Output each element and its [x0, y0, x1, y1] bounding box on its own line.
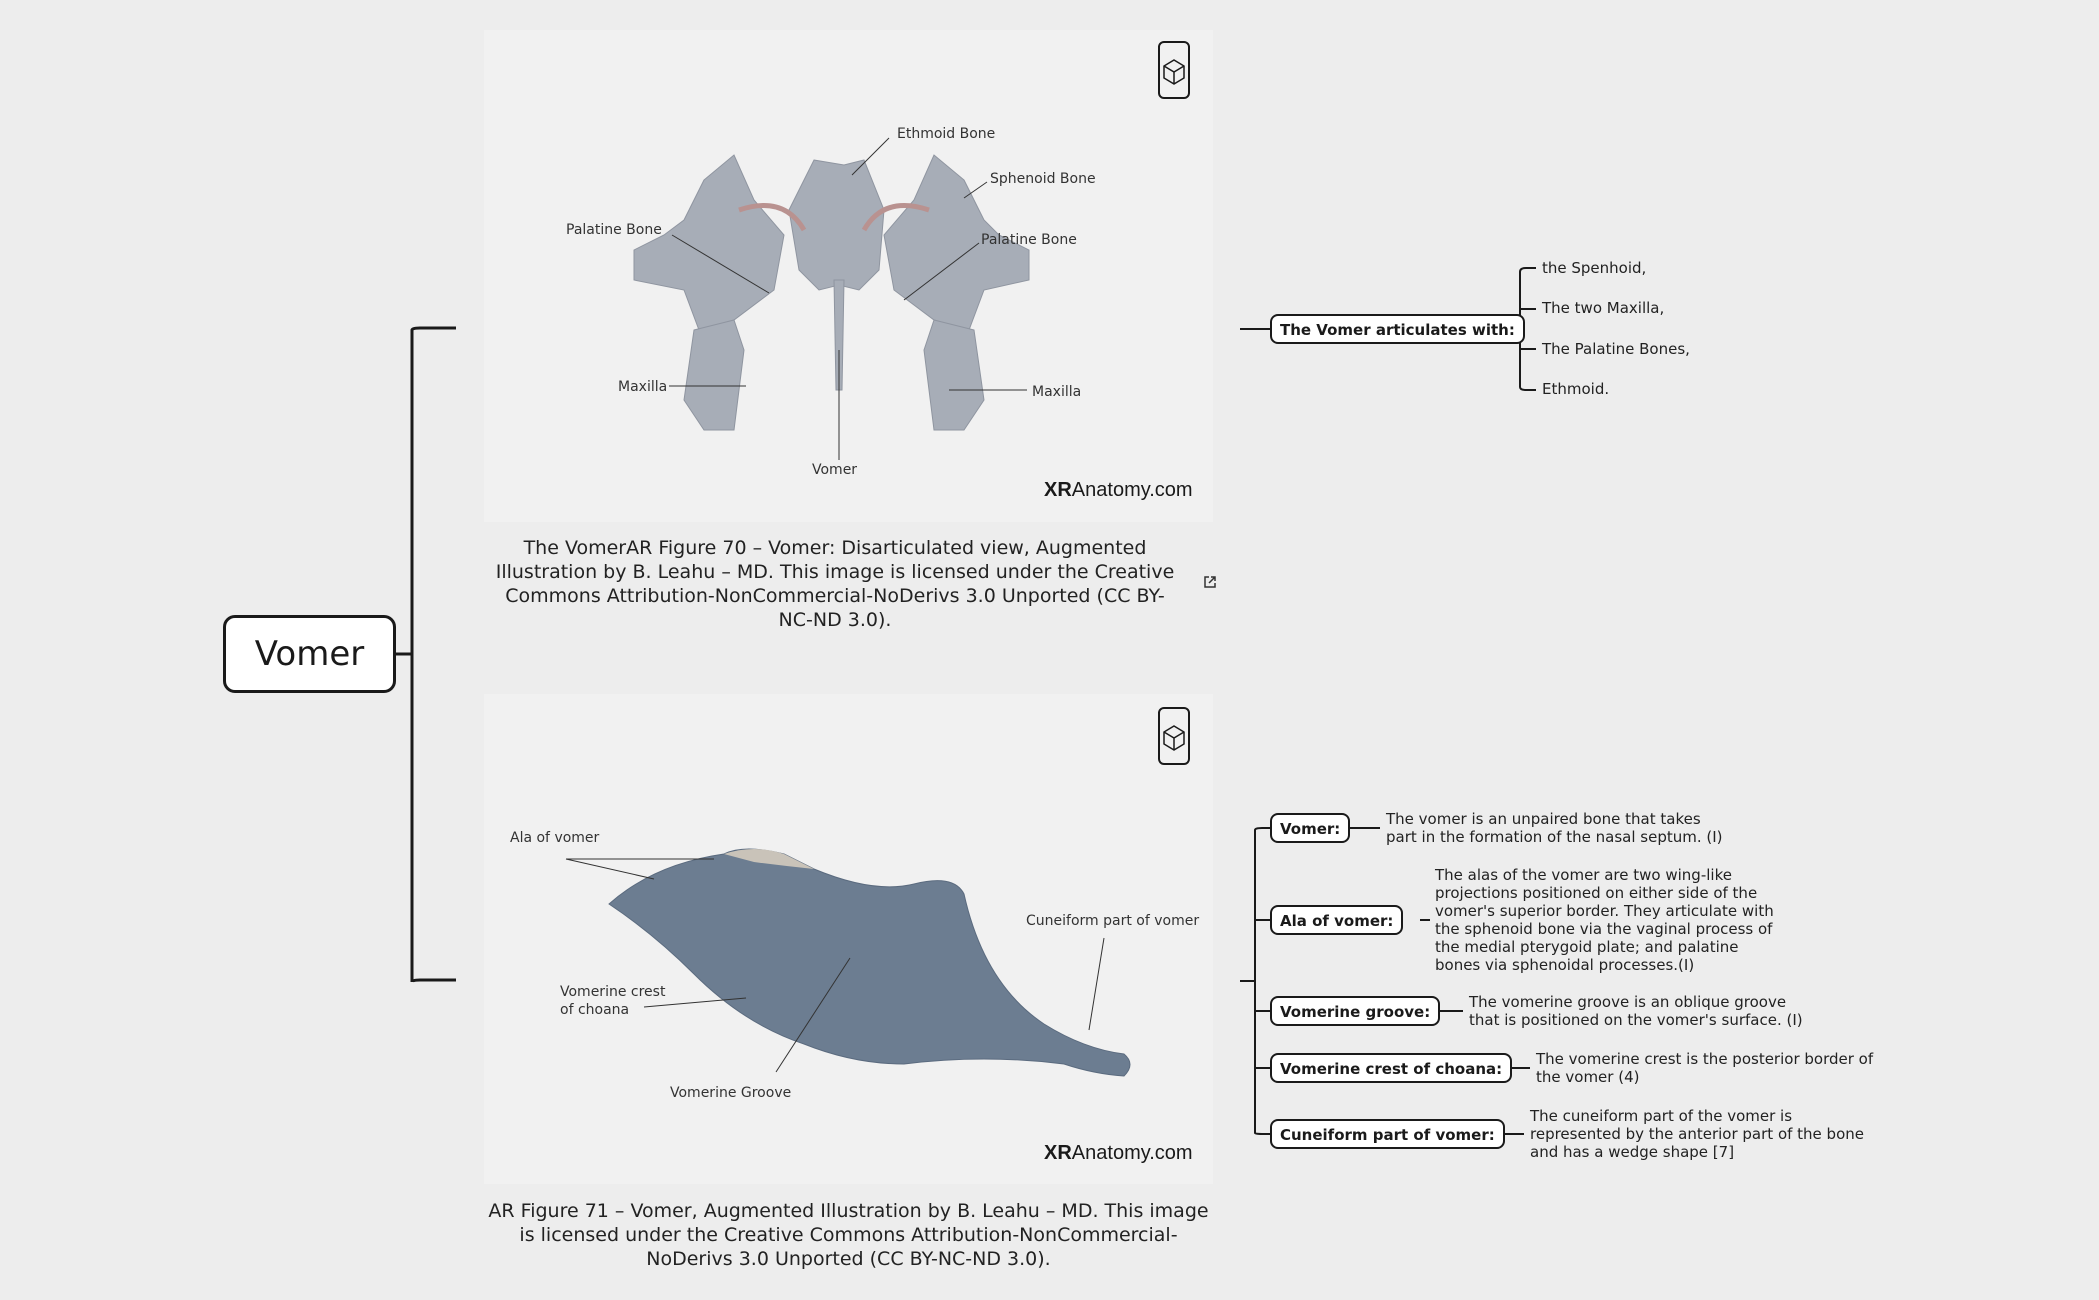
label-maxilla-left: Maxilla — [618, 379, 667, 395]
label-ala-of-vomer: Ala of vomer — [510, 830, 600, 846]
label-vomerine-groove: Vomerine Groove — [670, 1085, 791, 1101]
external-link-icon[interactable] — [1203, 575, 1217, 589]
label-palatine-bone-left: Palatine Bone — [566, 222, 662, 238]
brand-watermark: XRAnatomy.com — [1044, 1142, 1193, 1164]
figure-vomer-view: Ala of vomer Cuneiform part of vomer Vom… — [484, 694, 1213, 1184]
ar-view-icon[interactable] — [1158, 707, 1190, 765]
figure-2-caption: AR Figure 71 – Vomer, Augmented Illustra… — [488, 1200, 1209, 1270]
brand-watermark: XRAnatomy.com — [1044, 479, 1193, 501]
root-node-label: Vomer — [254, 634, 365, 674]
label-sphenoid-bone: Sphenoid Bone — [990, 171, 1096, 187]
label-vomer: Vomer — [812, 462, 857, 478]
desc-part-ala-of-vomer: The alas of the vomer are two wing-like … — [1435, 866, 1774, 974]
label-cuneiform-part: Cuneiform part of vomer — [1026, 913, 1199, 929]
leaf-articulation-2: The two Maxilla, — [1542, 299, 1665, 317]
node-part-ala-of-vomer[interactable]: Ala of vomer: — [1270, 905, 1404, 935]
figure-disarticulated-view: Ethmoid Bone Sphenoid Bone Palatine Bone… — [484, 30, 1213, 522]
desc-part-cuneiform: The cuneiform part of the vomer is repre… — [1530, 1107, 1864, 1161]
desc-part-vomer: The vomer is an unpaired bone that takes… — [1386, 810, 1723, 846]
figure-1-caption: The VomerAR Figure 70 – Vomer: Disarticu… — [495, 537, 1175, 631]
node-part-vomerine-crest[interactable]: Vomerine crest of choana: — [1270, 1053, 1513, 1083]
leaf-articulation-4: Ethmoid. — [1542, 380, 1610, 398]
root-node-vomer[interactable]: Vomer — [223, 615, 396, 693]
node-part-vomerine-groove[interactable]: Vomerine groove: — [1270, 996, 1441, 1026]
bone-cluster — [633, 154, 1030, 431]
label-maxilla-right: Maxilla — [1032, 384, 1081, 400]
label-vomerine-crest-line1: Vomerine crest — [560, 984, 666, 1000]
label-ethmoid-bone: Ethmoid Bone — [897, 126, 995, 142]
figure-1-leader-lines — [669, 137, 1027, 460]
leaf-articulation-3: The Palatine Bones, — [1542, 340, 1690, 358]
leaf-articulation-1: the Spenhoid, — [1542, 259, 1647, 277]
node-articulates-with[interactable]: The Vomer articulates with: — [1270, 314, 1525, 344]
node-part-cuneiform[interactable]: Cuneiform part of vomer: — [1270, 1119, 1505, 1149]
figure-1-illustration: Ethmoid Bone Sphenoid Bone Palatine Bone… — [566, 41, 1193, 501]
figure-2-illustration: Ala of vomer Cuneiform part of vomer Vom… — [510, 707, 1199, 1164]
node-part-vomer[interactable]: Vomer: — [1270, 813, 1351, 843]
desc-part-vomerine-groove: The vomerine groove is an oblique groove… — [1469, 993, 1803, 1029]
vomer-bone-shape — [608, 848, 1131, 1077]
figure-2-leader-lines — [565, 858, 1105, 1073]
ar-view-icon[interactable] — [1158, 41, 1190, 99]
label-vomerine-crest-line2: of choana — [560, 1002, 629, 1018]
label-palatine-bone-right: Palatine Bone — [981, 232, 1077, 248]
desc-part-vomerine-crest: The vomerine crest is the posterior bord… — [1536, 1050, 1874, 1086]
